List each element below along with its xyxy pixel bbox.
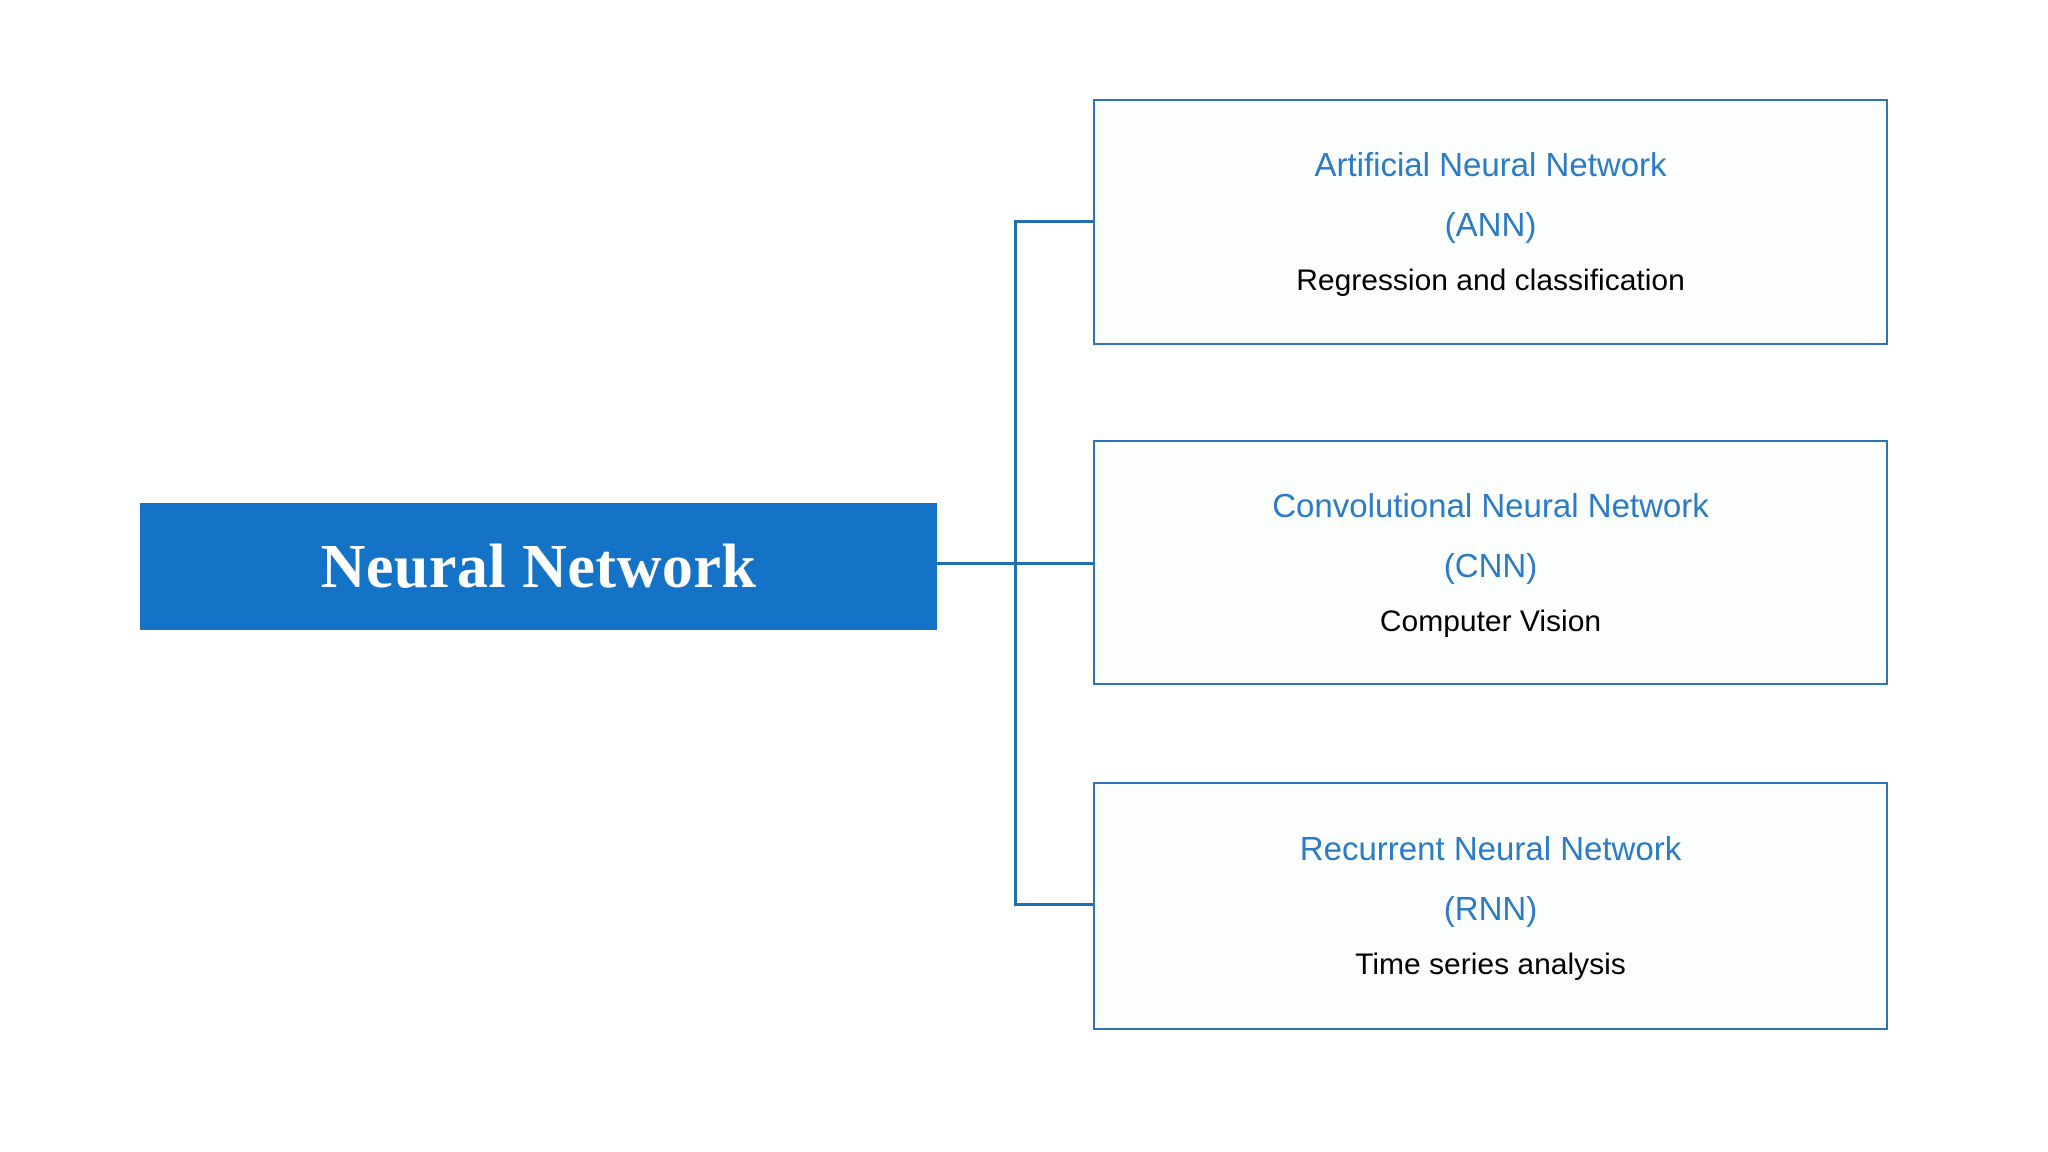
- child-node-description: Computer Vision: [1379, 604, 1602, 638]
- connector-trunk-to-child-2: [1014, 903, 1094, 906]
- connector-root-to-trunk: [937, 562, 1017, 565]
- child-node-ann[interactable]: Artificial Neural Network (ANN) Regressi…: [1093, 99, 1888, 345]
- child-node-abbreviation: (ANN): [1444, 206, 1537, 243]
- root-node-label: Neural Network: [320, 532, 757, 601]
- child-node-abbreviation: (RNN): [1443, 890, 1538, 927]
- child-node-description: Time series analysis: [1355, 948, 1626, 981]
- child-node-title: Convolutional Neural Network: [1272, 486, 1709, 524]
- connector-trunk-to-child-1: [1014, 562, 1094, 565]
- child-node-title: Recurrent Neural Network: [1299, 830, 1682, 867]
- child-node-cnn[interactable]: Convolutional Neural Network (CNN) Compu…: [1093, 440, 1888, 685]
- child-node-description: Regression and classification: [1296, 264, 1685, 297]
- root-node-neural-network[interactable]: Neural Network: [140, 503, 937, 630]
- child-node-rnn[interactable]: Recurrent Neural Network (RNN) Time seri…: [1093, 782, 1888, 1030]
- connector-trunk-to-child-0: [1014, 220, 1094, 223]
- child-node-title: Artificial Neural Network: [1314, 146, 1667, 183]
- child-node-abbreviation: (CNN): [1443, 546, 1538, 584]
